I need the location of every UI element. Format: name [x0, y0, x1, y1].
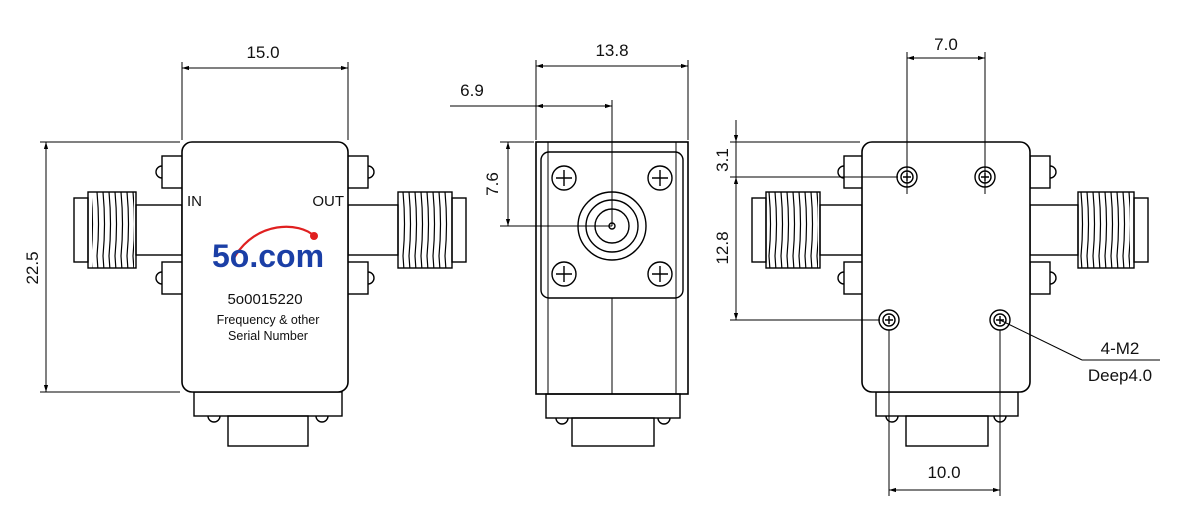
dim-side-width: 13.8 [535, 41, 689, 140]
dim-front-height-label: 22.5 [23, 251, 42, 284]
back-right-connector [1029, 155, 1149, 295]
dim-front-height: 22.5 [23, 141, 180, 393]
dim-side-height: 7.6 [483, 141, 612, 227]
front-body [181, 141, 349, 393]
part-number: 5o0015220 [227, 291, 302, 308]
flange-screws [551, 165, 673, 287]
dim-back-top-spacing-label: 7.0 [934, 35, 958, 54]
dim-back-bottom-spacing: 10.0 [888, 330, 1001, 496]
front-view: IN OUT 5o.com 5o0015220 Frequency & othe… [23, 43, 467, 447]
dim-side-width-label: 13.8 [595, 41, 628, 60]
back-body [861, 141, 1031, 393]
dim-side-center-label: 6.9 [460, 81, 484, 100]
depth-callout-label: Deep4.0 [1088, 366, 1152, 385]
brand-logo: 5o.com [212, 225, 324, 274]
side-view: 13.8 6.9 7.6 [450, 41, 689, 447]
dim-side-center: 6.9 [450, 81, 613, 226]
note-line-1: Frequency & other [217, 313, 320, 327]
dim-back-top-offset-label: 3.1 [713, 148, 732, 172]
dim-side-height-label: 7.6 [483, 172, 502, 196]
dim-back-vertical: 3.1 12.8 [713, 120, 898, 321]
brand-logo-text: 5o.com [212, 238, 324, 274]
back-view: 7.0 3.1 12.8 10.0 4-M2 Deep4.0 [713, 35, 1160, 496]
dim-back-top-spacing: 7.0 [906, 35, 986, 194]
thread-callout: 4-M2 Deep4.0 [999, 319, 1160, 385]
left-sma-connector [73, 155, 185, 295]
thread-callout-label: 4-M2 [1101, 339, 1140, 358]
right-sma-connector [345, 155, 467, 295]
port-in-label: IN [187, 193, 202, 210]
dim-back-vertical-spacing-label: 12.8 [713, 231, 732, 264]
bottom-mount-tab [193, 391, 343, 447]
note-line-2: Serial Number [228, 329, 308, 343]
dim-front-width: 15.0 [181, 43, 349, 140]
port-out-label: OUT [312, 193, 344, 210]
dim-back-bottom-spacing-label: 10.0 [927, 463, 960, 482]
dim-front-width-label: 15.0 [246, 43, 279, 62]
